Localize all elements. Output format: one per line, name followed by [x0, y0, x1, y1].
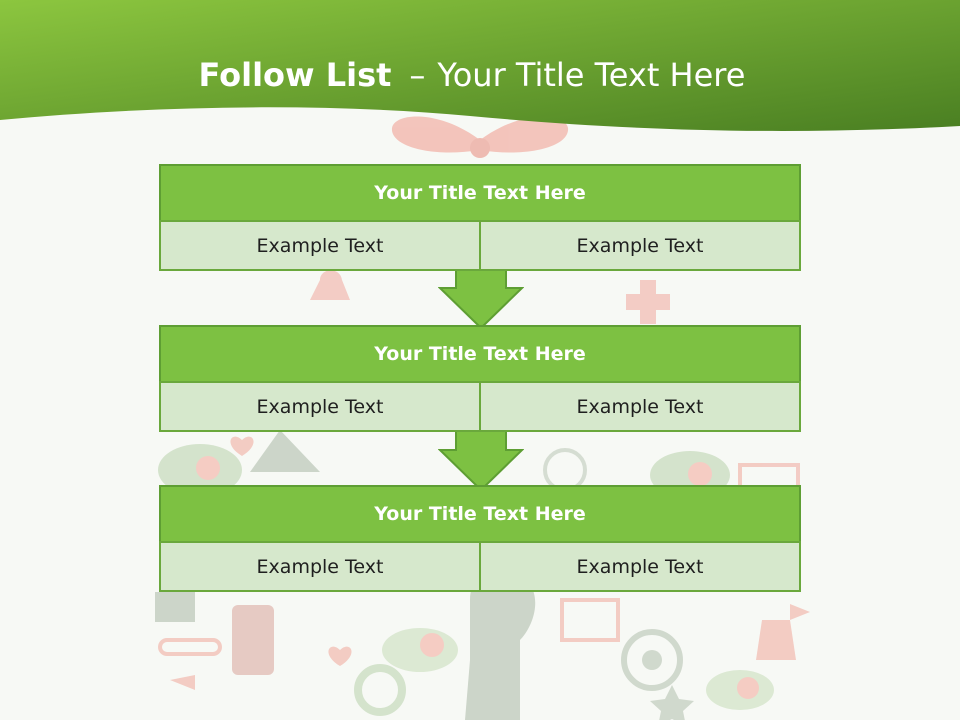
block-cell-left: Example Text: [159, 541, 481, 592]
slide-title: Follow List–Your Title Text Here: [0, 52, 944, 98]
block-cell-right: Example Text: [479, 220, 801, 271]
slide-title-separator: –: [409, 56, 426, 94]
list-block: Your Title Text Here Example Text Exampl…: [159, 485, 801, 592]
block-cell-right: Example Text: [479, 541, 801, 592]
heart-icon: [230, 436, 254, 456]
list-block: Your Title Text Here Example Text Exampl…: [159, 164, 801, 271]
bow-icon: [391, 116, 569, 153]
dot-icon: [420, 633, 444, 657]
phone-icon: [232, 605, 274, 675]
book-icon: [560, 598, 620, 642]
link-icon: [158, 638, 222, 656]
block-cell-left: Example Text: [159, 220, 481, 271]
list-block: Your Title Text Here Example Text Exampl…: [159, 325, 801, 432]
triangle-icon: [250, 430, 320, 472]
globe-icon: [543, 448, 587, 492]
arrow-right-icon: [790, 604, 810, 620]
block-title: Your Title Text Here: [159, 485, 801, 543]
search-icon: [354, 664, 406, 716]
arrow-left-icon: [170, 675, 195, 690]
stamp-icon: [756, 620, 796, 660]
down-arrow-icon: [438, 430, 524, 492]
plus-icon: [626, 280, 670, 324]
block-title: Your Title Text Here: [159, 325, 801, 383]
dot-icon: [688, 462, 712, 486]
person-head-icon: [465, 568, 536, 720]
block-cell-left: Example Text: [159, 381, 481, 432]
slide-title-rest: Your Title Text Here: [437, 56, 746, 94]
eye-icon: [621, 629, 683, 691]
speech-bubble-icon: [382, 628, 458, 672]
dot-icon: [737, 677, 759, 699]
block-cell-right: Example Text: [479, 381, 801, 432]
header-wave: [0, 0, 960, 131]
video-camera-icon: [155, 592, 195, 622]
down-arrow-icon: [438, 268, 524, 330]
dot-icon: [196, 456, 220, 480]
slide-title-bold: Follow List: [198, 56, 392, 94]
user-icon: [310, 270, 350, 300]
bow-knot-icon: [470, 138, 490, 158]
block-title: Your Title Text Here: [159, 164, 801, 222]
star-icon: [650, 685, 694, 720]
heart-icon: [328, 646, 352, 666]
